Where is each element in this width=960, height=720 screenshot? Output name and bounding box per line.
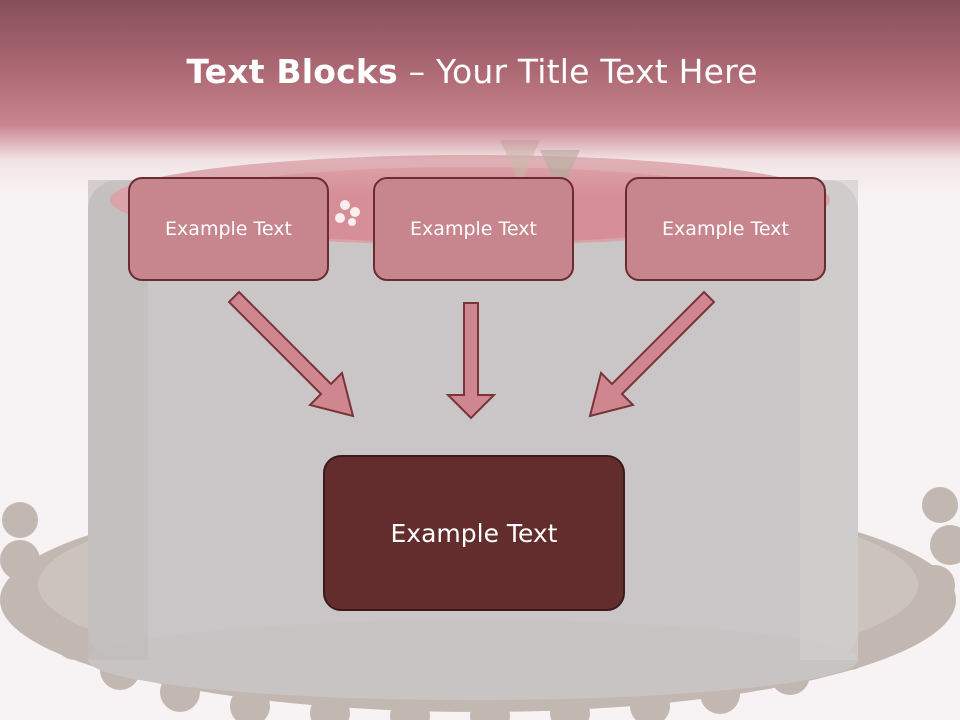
text-block-center-label: Example Text (410, 218, 537, 240)
arrow-center-down (445, 302, 497, 420)
title-separator: – (397, 52, 436, 91)
text-block-bottom-label: Example Text (390, 518, 558, 548)
text-block-right-label: Example Text (662, 218, 789, 240)
text-block-right[interactable]: Example Text (625, 177, 826, 281)
text-block-left-label: Example Text (165, 218, 292, 240)
text-block-bottom[interactable]: Example Text (323, 455, 625, 611)
arrow-left-diagonal (227, 290, 355, 418)
text-block-left[interactable]: Example Text (128, 177, 329, 281)
arrow-right-diagonal (588, 290, 716, 418)
text-block-center[interactable]: Example Text (373, 177, 574, 281)
cake-body (88, 180, 858, 700)
header-band (0, 0, 960, 200)
title-regular-part: Your Title Text Here (435, 52, 758, 91)
slide-title: Text Blocks – Your Title Text Here (0, 52, 944, 91)
title-bold-part: Text Blocks (186, 52, 398, 91)
